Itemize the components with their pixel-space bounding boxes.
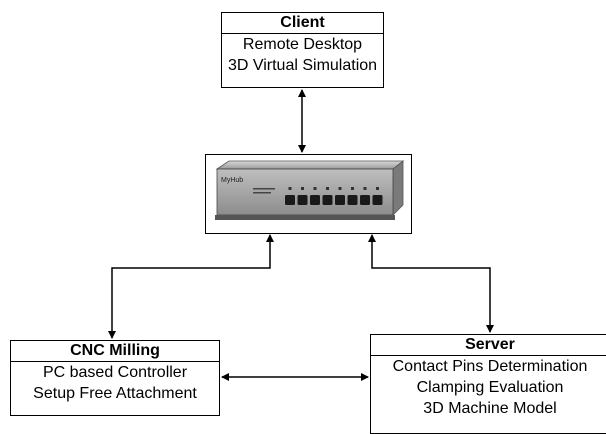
- hub-led-icon: [325, 187, 329, 190]
- hub-led-icon: [338, 187, 341, 190]
- hub-port-icon: [309, 195, 320, 205]
- hub-cnc-connector: [108, 234, 274, 339]
- cnc-title: CNC Milling: [11, 341, 219, 362]
- hub-port-icon: [359, 195, 370, 205]
- hub-node: MyHub: [205, 154, 412, 234]
- server-line-clamping: Clamping Evaluation: [416, 379, 564, 396]
- hub-port-icon: [334, 195, 345, 205]
- server-title: Server: [371, 335, 606, 356]
- hub-port-icon: [347, 195, 357, 205]
- hub-led-icon: [300, 187, 304, 190]
- hub-led-icon: [363, 187, 366, 190]
- server-line-machine-model: 3D Machine Model: [423, 400, 557, 417]
- client-node: Client Remote Desktop 3D Virtual Simulat…: [221, 12, 384, 88]
- network-hub-icon: MyHub: [214, 160, 404, 220]
- cnc-line-pc-controller: PC based Controller: [42, 364, 188, 381]
- hub-server-connector: [368, 234, 494, 333]
- hub-brand-label: MyHub: [221, 177, 243, 184]
- client-line-3d-simulation: 3D Virtual Simulation: [227, 57, 378, 74]
- hub-port-row: [284, 195, 382, 205]
- hub-led-row: [288, 187, 379, 190]
- cnc-milling-node: CNC Milling PC based Controller Setup Fr…: [10, 340, 220, 416]
- hub-port-icon: [372, 195, 382, 205]
- server-line-contact-pins: Contact Pins Determination: [392, 358, 588, 375]
- server-node: Server Contact Pins Determination Clampi…: [370, 334, 606, 434]
- hub-led-icon: [288, 187, 291, 190]
- client-line-remote-desktop: Remote Desktop: [242, 36, 363, 53]
- hub-port-icon: [284, 195, 295, 205]
- hub-led-icon: [375, 187, 379, 190]
- hub-port-icon: [322, 195, 332, 205]
- cnc-line-setup-free: Setup Free Attachment: [33, 385, 197, 402]
- hub-led-icon: [350, 187, 354, 190]
- client-title: Client: [222, 13, 383, 34]
- hub-port-icon: [297, 195, 307, 205]
- hub-led-icon: [313, 187, 316, 190]
